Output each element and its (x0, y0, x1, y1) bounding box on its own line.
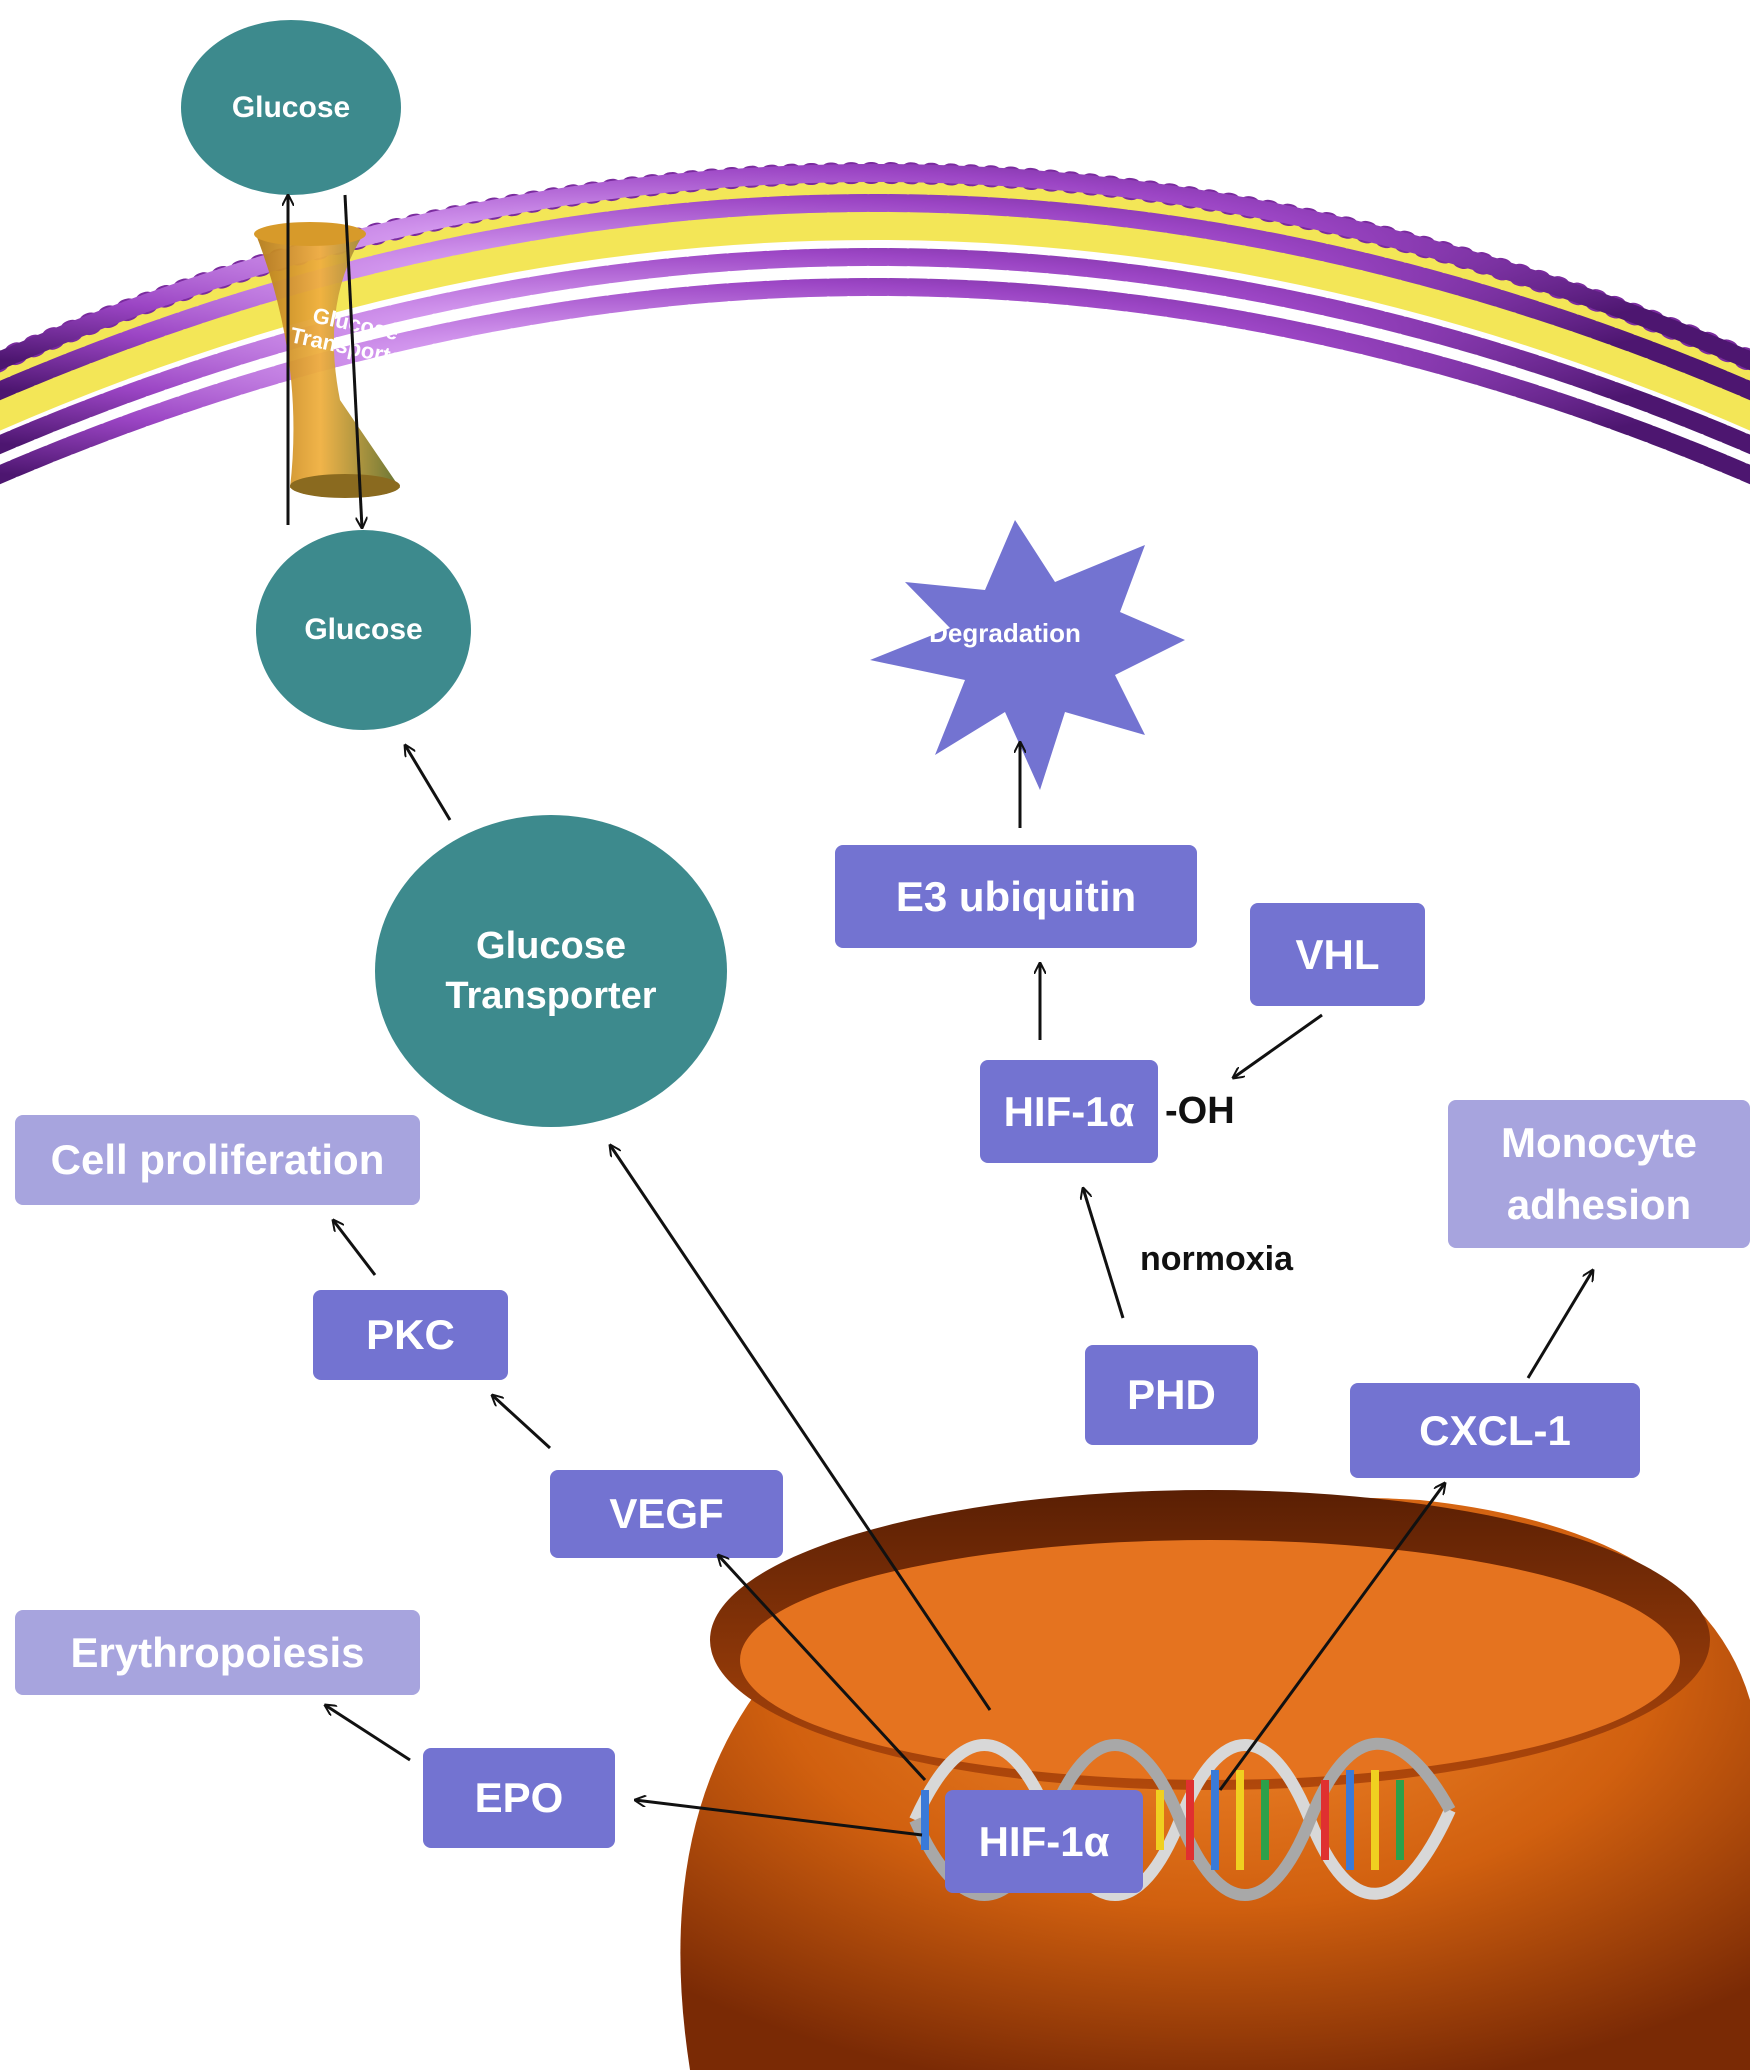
glucose-outside-node: Glucose (181, 20, 401, 195)
glucose-transporter-node: Glucose Transporter (375, 815, 727, 1127)
erythropoiesis-node: Erythropoiesis (15, 1610, 420, 1695)
cell-membrane (0, 162, 1750, 485)
degradation-label: Degradation (929, 618, 1081, 648)
pkc-node: PKC (313, 1290, 508, 1380)
cxcl1-node: CXCL-1 (1350, 1383, 1640, 1478)
glucose-inside-node: Glucose (256, 530, 471, 730)
e3-ubiquitin-node: E3 ubiquitin (835, 845, 1197, 948)
hydroxyl-label: -OH (1165, 1090, 1235, 1132)
cell-proliferation-node: Cell proliferation (15, 1115, 420, 1205)
epo-node: EPO (423, 1748, 615, 1848)
hif1a-nucleus-node: HIF-1α (945, 1790, 1143, 1893)
monocyte-adhesion-node: Monocyte adhesion (1448, 1100, 1750, 1248)
hif1a-cytoplasm-node: HIF-1α (980, 1060, 1158, 1163)
phd-node: PHD (1085, 1345, 1258, 1445)
vhl-node: VHL (1250, 903, 1425, 1006)
degradation-burst (870, 520, 1185, 790)
normoxia-label: normoxia (1140, 1240, 1294, 1278)
vegf-node: VEGF (550, 1470, 783, 1558)
